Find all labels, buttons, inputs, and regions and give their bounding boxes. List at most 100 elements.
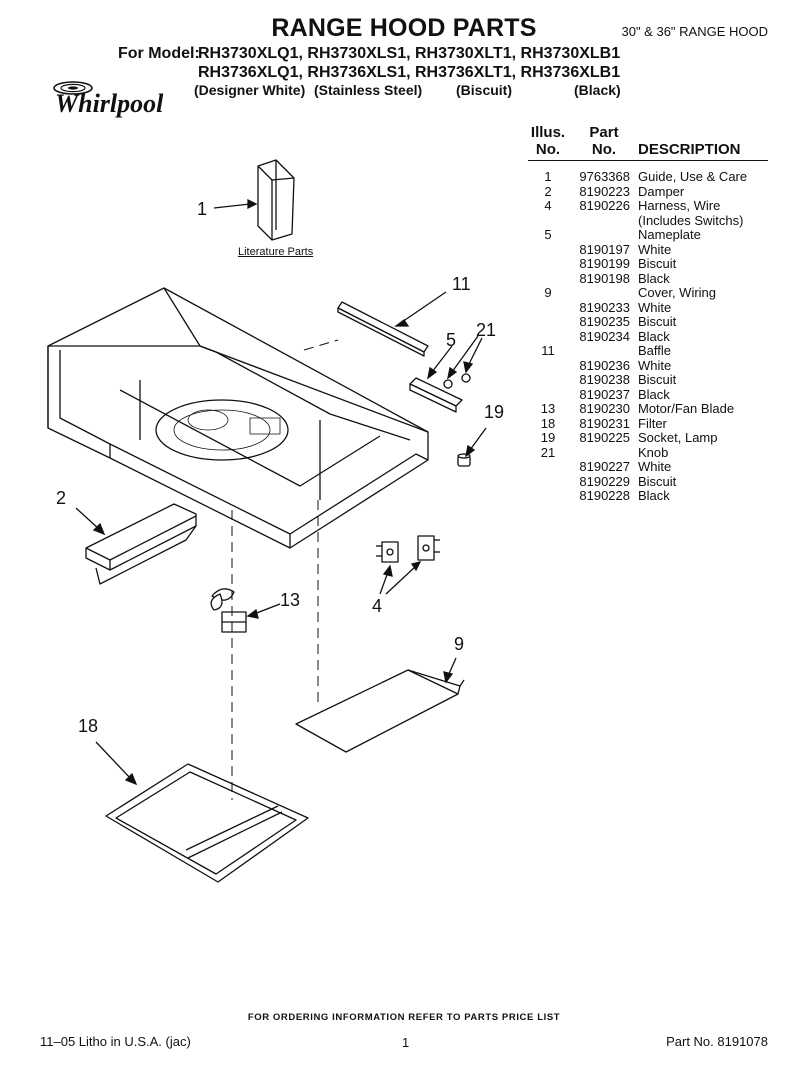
description-cell: Biscuit: [638, 256, 677, 271]
illus-no-cell: 1: [544, 169, 552, 184]
parts-row: (Includes Switchs): [528, 212, 768, 229]
literature-booklet: [257, 159, 295, 241]
parts-row: 19 8190225 Socket, Lamp: [528, 430, 768, 446]
parts-row: 8190199 Biscuit: [528, 256, 768, 272]
description-cell: Baffle: [638, 343, 672, 358]
model-line-1: RH3730XLQ1, RH3730XLS1, RH3730XLT1, RH37…: [198, 45, 621, 62]
part-no-cell: 8190199: [579, 256, 630, 271]
illus-no-cell: 9: [544, 285, 552, 300]
callout-13: 13: [280, 590, 300, 610]
range-hood-body: [47, 287, 429, 549]
description-cell: Biscuit: [638, 473, 677, 489]
description-cell: Black: [638, 386, 670, 402]
part-no-cell: 9763368: [579, 169, 630, 184]
description-cell: Cover, Wiring: [638, 285, 717, 300]
part-no-cell: 8190228: [579, 488, 630, 503]
model-line-2: RH3736XLQ1, RH3736XLS1, RH3736XLT1, RH37…: [198, 64, 621, 81]
illus-no-cell: 21: [540, 444, 556, 460]
part-no-cell: 8190229: [579, 473, 630, 489]
part-no-cell: 8190197: [579, 241, 630, 257]
description-cell: Harness, Wire: [638, 198, 721, 213]
description-cell: White: [638, 299, 672, 315]
ordering-note: FOR ORDERING INFORMATION REFER TO PARTS …: [247, 1012, 561, 1023]
parts-row: 8190198 Black: [528, 270, 768, 287]
part-no-cell: 8190230: [579, 401, 630, 416]
whirlpool-logo: Whirlpool: [45, 74, 185, 129]
part-no-cell: 8190223: [579, 183, 630, 199]
callout-2: 2: [56, 488, 66, 508]
parts-row: 8190234 Black: [528, 328, 768, 345]
callout-19: 19: [484, 402, 504, 422]
finish-black: (Black): [574, 82, 621, 98]
parts-row: 8190233 White: [528, 299, 768, 316]
part-no-cell: 8190225: [579, 430, 630, 445]
parts-row: 1 9763368 Guide, Use & Care: [528, 169, 768, 185]
finish-biscuit: (Biscuit): [456, 82, 512, 98]
parts-row: 2 8190223 Damper: [528, 183, 768, 200]
part-no-cell: 8190238: [579, 372, 630, 387]
description-cell: White: [638, 357, 672, 373]
parts-table-header: Illus. No. Part No. DESCRIPTION: [528, 122, 768, 161]
illus-no-header: Illus. No.: [530, 124, 566, 158]
callout-4: 4: [372, 596, 382, 616]
description-cell: Damper: [638, 183, 685, 199]
description-cell: Black: [638, 328, 670, 344]
description-cell: (Includes Switchs): [638, 212, 744, 228]
callout-1: 1: [197, 199, 207, 219]
part-no-cell: 8190226: [579, 198, 630, 213]
part-no-cell: 8190198: [579, 270, 630, 286]
document-part-number: Part No. 8191078: [666, 1034, 768, 1049]
switch-1: [376, 541, 399, 563]
literature-parts-label: Literature Parts: [238, 246, 314, 258]
illus-no-cell: 2: [544, 183, 552, 199]
switch-2: [417, 535, 440, 561]
description-cell: Black: [638, 488, 670, 503]
illus-no-cell: 13: [540, 401, 556, 416]
parts-row: 8190228 Black: [528, 488, 768, 504]
knob-2: [461, 373, 471, 383]
filter: [105, 763, 309, 883]
page-number: 1: [402, 1035, 410, 1050]
description-cell: White: [638, 459, 672, 474]
description-cell: Filter: [638, 415, 667, 431]
lamp-socket: [457, 453, 471, 467]
parts-row: 8190238 Biscuit: [528, 372, 768, 388]
part-no-cell: 8190231: [579, 415, 630, 431]
description-cell: Socket, Lamp: [638, 430, 718, 445]
page-title: RANGE HOOD PARTS: [271, 14, 537, 42]
illus-no-cell: 18: [540, 415, 556, 431]
page-subtitle: 30" & 36" RANGE HOOD: [621, 24, 769, 39]
parts-row: 9 Cover, Wiring: [528, 285, 768, 301]
callout-21: 21: [476, 320, 496, 340]
description-cell: Biscuit: [638, 372, 677, 387]
part-no-cell: 8190236: [579, 357, 630, 373]
baffle: [337, 301, 429, 357]
parts-row: 18 8190231 Filter: [528, 415, 768, 432]
description-cell: Guide, Use & Care: [638, 169, 748, 184]
model-list: For Model:RH3730XLQ1, RH3730XLS1, RH3730…: [118, 44, 620, 82]
parts-row: 11 Baffle: [528, 343, 768, 359]
damper: [85, 503, 197, 585]
parts-row: 8190229 Biscuit: [528, 473, 768, 490]
finish-stainless: (Stainless Steel): [314, 82, 423, 98]
part-no-cell: 8190234: [579, 328, 630, 344]
finish-white: (Designer White): [194, 82, 306, 98]
wiring-cover: [295, 669, 465, 753]
description-cell: Black: [638, 270, 670, 286]
part-no-cell: 8190233: [579, 299, 630, 315]
callout-9: 9: [454, 634, 464, 654]
parts-row: 8190236 White: [528, 357, 768, 374]
nameplate: [409, 377, 463, 413]
illus-no-cell: 19: [540, 430, 556, 445]
motor-fan: [210, 588, 247, 633]
description-cell: White: [638, 241, 672, 257]
illus-no-cell: 11: [541, 343, 555, 358]
svg-text:Whirlpool: Whirlpool: [55, 89, 164, 118]
